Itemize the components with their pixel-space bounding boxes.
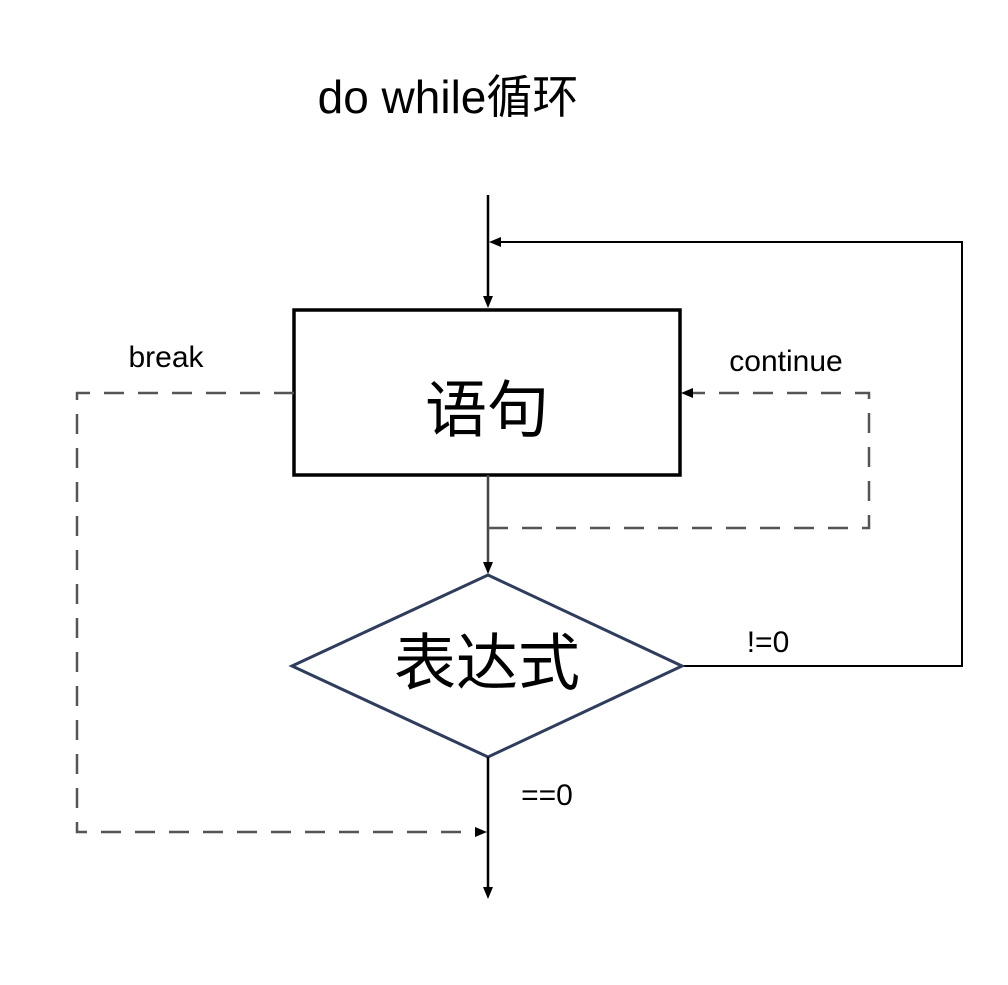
page-title: do while循环	[318, 71, 579, 123]
node-expression-label: 表达式	[394, 629, 580, 698]
edge-loop-back-true	[489, 237, 963, 667]
edge-label-true-branch: !=0	[747, 626, 790, 659]
node-statement-label: 语句	[425, 376, 549, 445]
edge-break-dashed	[75, 391, 487, 837]
edge-label-false-branch: ==0	[521, 779, 573, 812]
edge-label-continue: continue	[729, 345, 842, 378]
edge-label-break: break	[128, 341, 204, 374]
edge-continue-dashed	[488, 388, 871, 530]
